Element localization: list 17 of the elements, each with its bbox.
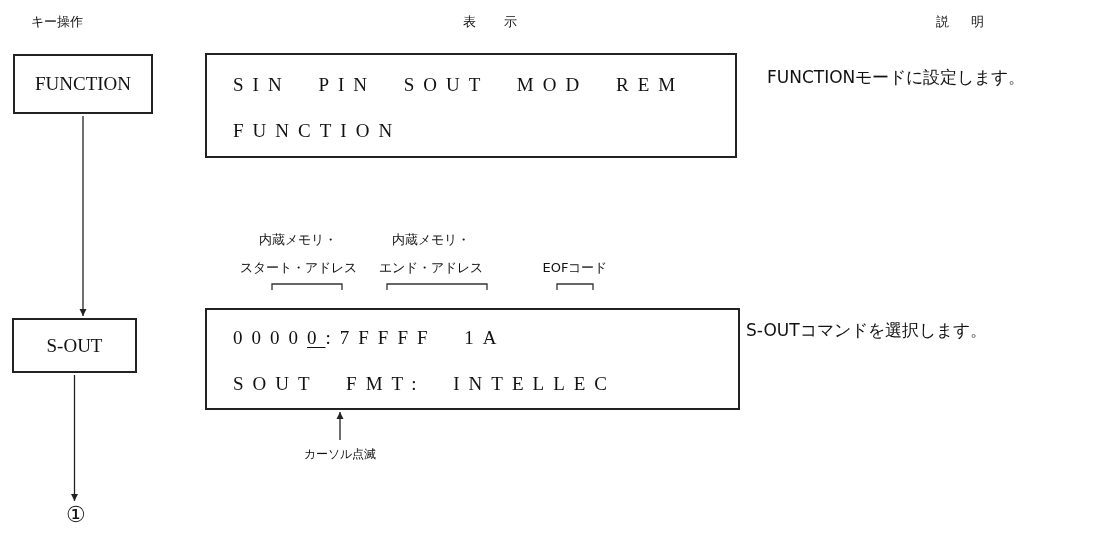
column-header: 表示 <box>462 13 546 31</box>
description-text: S-OUTコマンドを選択します。 <box>746 319 988 342</box>
description-text: FUNCTIONモードに設定します。 <box>767 66 1027 89</box>
step-marker: ① <box>60 503 92 529</box>
field-label: 内蔵メモリ・スタート・アドレス <box>238 231 358 277</box>
column-header: 説明 <box>935 13 1007 31</box>
display-panel <box>205 308 740 410</box>
column-header: キー操作 <box>30 13 84 31</box>
key-box: FUNCTION <box>13 54 153 114</box>
display-panel <box>205 53 737 158</box>
arrow <box>79 115 87 317</box>
field-label: EOFコード <box>541 259 609 277</box>
arrow <box>336 411 344 441</box>
key-box: S-OUT <box>12 318 137 373</box>
cursor-note: カーソル点滅 <box>290 442 390 468</box>
arrow <box>71 374 78 502</box>
field-label: 内蔵メモリ・エンド・アドレス <box>378 231 484 277</box>
